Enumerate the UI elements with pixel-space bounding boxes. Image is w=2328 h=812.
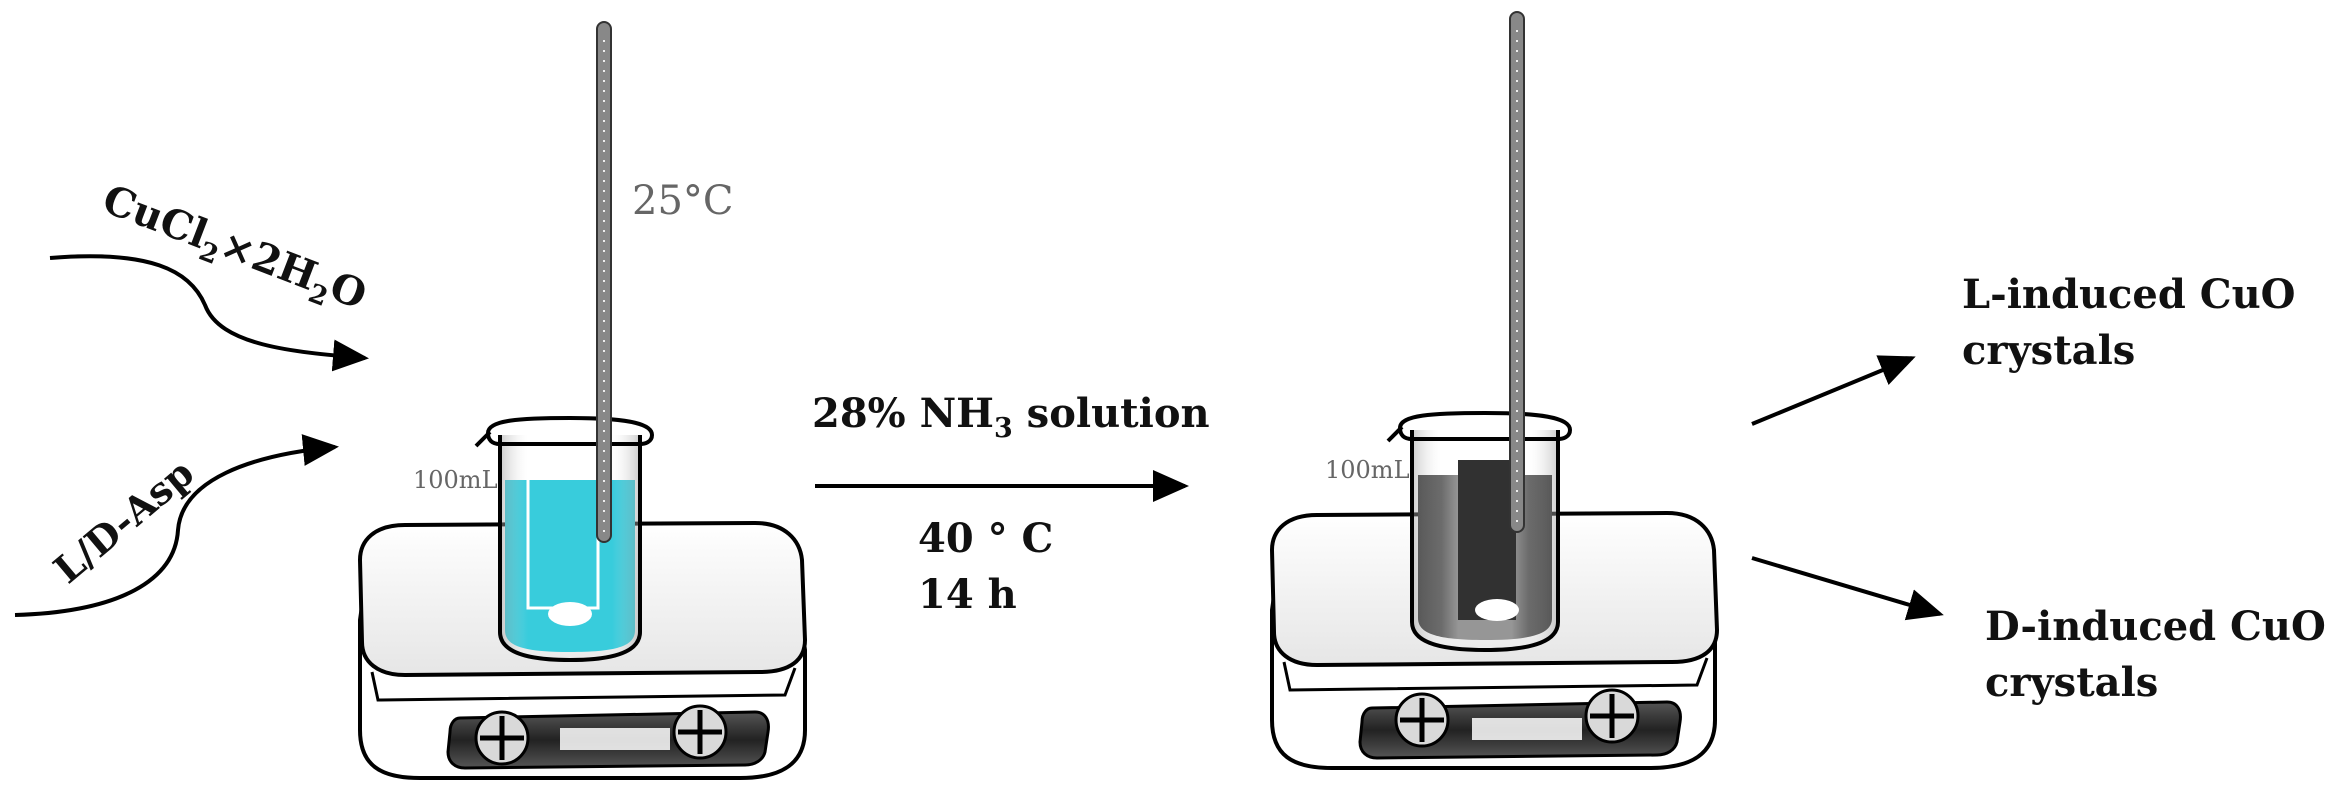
d-product-label-line2: crystals [1985,659,2158,706]
reaction-temperature-label: 40 ° C [918,515,1053,562]
copper-salt-label: CuCl2×2H2O [94,175,373,325]
reaction-time-label: 14 h [918,571,1017,618]
beaker-2-volume-label: 100mL [1325,456,1410,484]
l-product-arrow [1751,355,1916,426]
thermometer-1: 25°C [596,21,734,543]
l-product-label-line1: L-induced CuO [1962,271,2296,318]
knob-right-2-icon [1584,688,1640,744]
amino-acid-arrow [14,434,339,617]
l-product-label-line2: crystals [1962,327,2135,374]
copper-salt-arrow [49,254,369,372]
knob-left-2-icon [1394,692,1450,748]
svg-text:CuCl2×2H2O: CuCl2×2H2O [94,175,373,325]
d-product-arrow [1751,556,1944,621]
thermometer-2 [1509,11,1525,533]
d-product-label-line1: D-induced CuO [1985,603,2326,650]
thermometer-1-temp-label: 25°C [632,178,734,224]
beaker-1-volume-label: 100mL [413,466,498,494]
knob-right-1-icon [672,704,728,760]
reaction-reagent-label: 28% NH3 solution [812,390,1210,444]
knob-left-1-icon [474,710,530,766]
